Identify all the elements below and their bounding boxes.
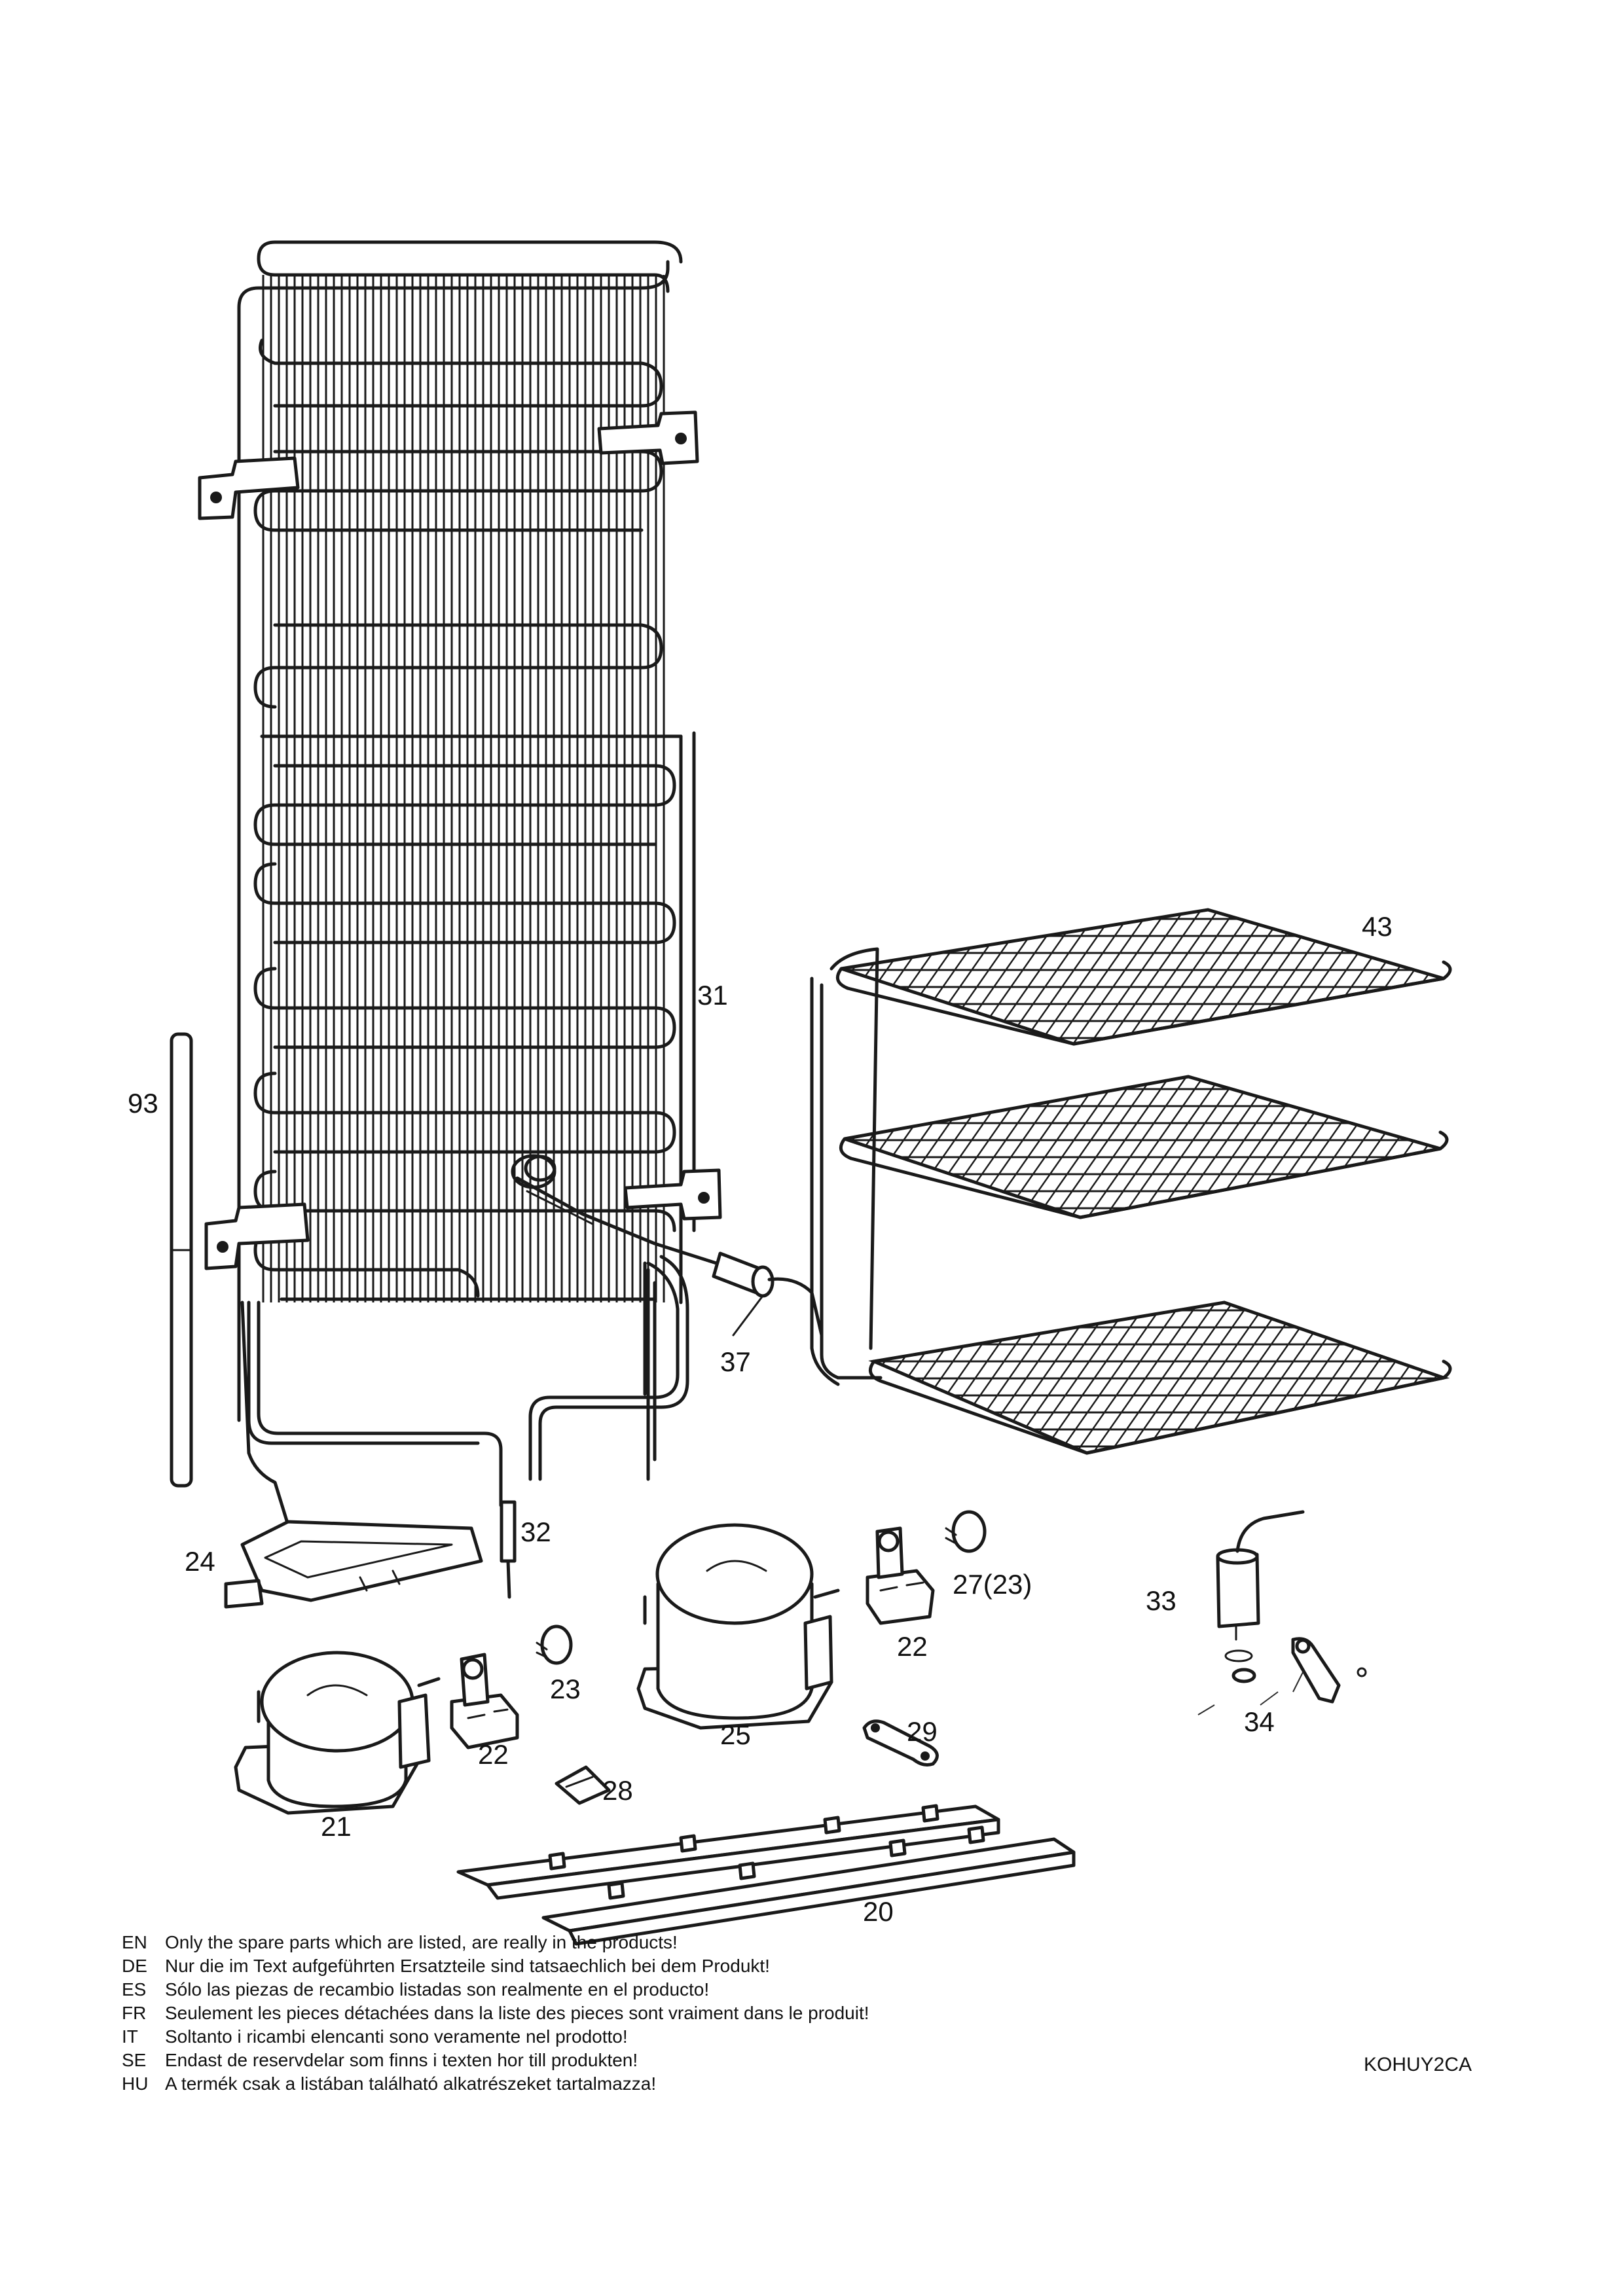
condenser-outlet-pipes (240, 1255, 689, 1527)
callout-31: 31 (697, 980, 728, 1011)
evaporator-shelf-top (835, 908, 1452, 1046)
note-de: DE Nur die im Text aufgeführten Ersatzte… (122, 1954, 1235, 1978)
note-lang-code: FR (122, 2003, 147, 2023)
drier-drawing (500, 1500, 517, 1599)
callout-33: 33 (1146, 1585, 1176, 1616)
note-text: A termék csak a listában található alkat… (165, 2073, 657, 2094)
callout-23: 23 (550, 1674, 581, 1704)
leader-lines (1197, 1672, 1304, 1715)
note-lang-code: IT (122, 2026, 138, 2047)
note-en: EN Only the spare parts which are listed… (122, 1931, 1235, 1954)
document-code: KOHUY2CA (1364, 2054, 1472, 2075)
callout-22-right: 22 (897, 1631, 928, 1662)
note-text: Only the spare parts which are listed, a… (165, 1932, 678, 1952)
callout-22-left: 22 (478, 1739, 509, 1770)
note-lang-code: DE (122, 1956, 147, 1976)
evaporator-drawing (810, 908, 1452, 1455)
note-es: ES Sólo las piezas de recambio listadas … (122, 1978, 1235, 2001)
note-text: Endast de reservdelar som finns i texten… (165, 2050, 638, 2070)
relay-22-right-drawing (866, 1526, 935, 1625)
drain-tray-drawing (224, 1520, 483, 1609)
condenser-drawing (198, 240, 722, 1527)
evaporator-shelf-middle (839, 1075, 1449, 1219)
bracket-34-drawing (1291, 1637, 1367, 1704)
strap-29-drawing (862, 1719, 939, 1767)
relay-22-left-drawing (450, 1653, 519, 1749)
clip-28-drawing (555, 1765, 611, 1805)
callout-34: 34 (1244, 1706, 1275, 1737)
compressor-21-drawing (234, 1651, 441, 1815)
note-text: Seulement les pieces détachées dans la l… (165, 2003, 869, 2023)
note-lang-code: SE (122, 2050, 147, 2070)
note-se: SE Endast de reservdelar som finns i tex… (122, 2049, 1235, 2072)
note-it: IT Soltanto i ricambi elencanti sono ver… (122, 2025, 1235, 2049)
note-lang-code: ES (122, 1979, 147, 2000)
callout-27: 27(23) (953, 1569, 1032, 1600)
callout-labels: 31 43 93 37 32 24 27(23) 33 22 23 34 29 … (128, 911, 1393, 1927)
tube-93-drawing (170, 1032, 193, 1488)
callout-20: 20 (863, 1896, 894, 1927)
callout-28: 28 (602, 1775, 633, 1806)
note-text: Nur die im Text aufgeführten Ersatzteile… (165, 1956, 770, 1976)
callout-32: 32 (520, 1516, 551, 1547)
protector-27-drawing (945, 1510, 987, 1553)
callout-93: 93 (128, 1088, 158, 1119)
compressor-25-drawing (636, 1523, 840, 1730)
capacitor-33-drawing (1216, 1510, 1305, 1683)
callout-37: 37 (720, 1346, 751, 1377)
callout-29: 29 (907, 1716, 938, 1747)
note-lang-code: HU (122, 2073, 149, 2094)
protector-23-drawing (536, 1624, 573, 1665)
note-text: Soltanto i ricambi elencanti sono verame… (165, 2026, 628, 2047)
multilingual-notes: EN Only the spare parts which are listed… (122, 1931, 1235, 2096)
note-text: Sólo las piezas de recambio listadas son… (165, 1979, 710, 2000)
note-fr: FR Seulement les pieces détachées dans l… (122, 2001, 1235, 2025)
callout-21: 21 (321, 1811, 352, 1842)
callout-24: 24 (185, 1546, 215, 1577)
callout-25: 25 (720, 1719, 751, 1750)
base-rails-drawing (456, 1804, 1076, 1946)
note-hu: HU A termék csak a listában található al… (122, 2072, 1235, 2096)
evaporator-shelf-bottom (868, 1300, 1452, 1455)
condenser-mounting-brackets (198, 410, 722, 1270)
callout-43: 43 (1362, 911, 1393, 942)
note-lang-code: EN (122, 1932, 147, 1952)
